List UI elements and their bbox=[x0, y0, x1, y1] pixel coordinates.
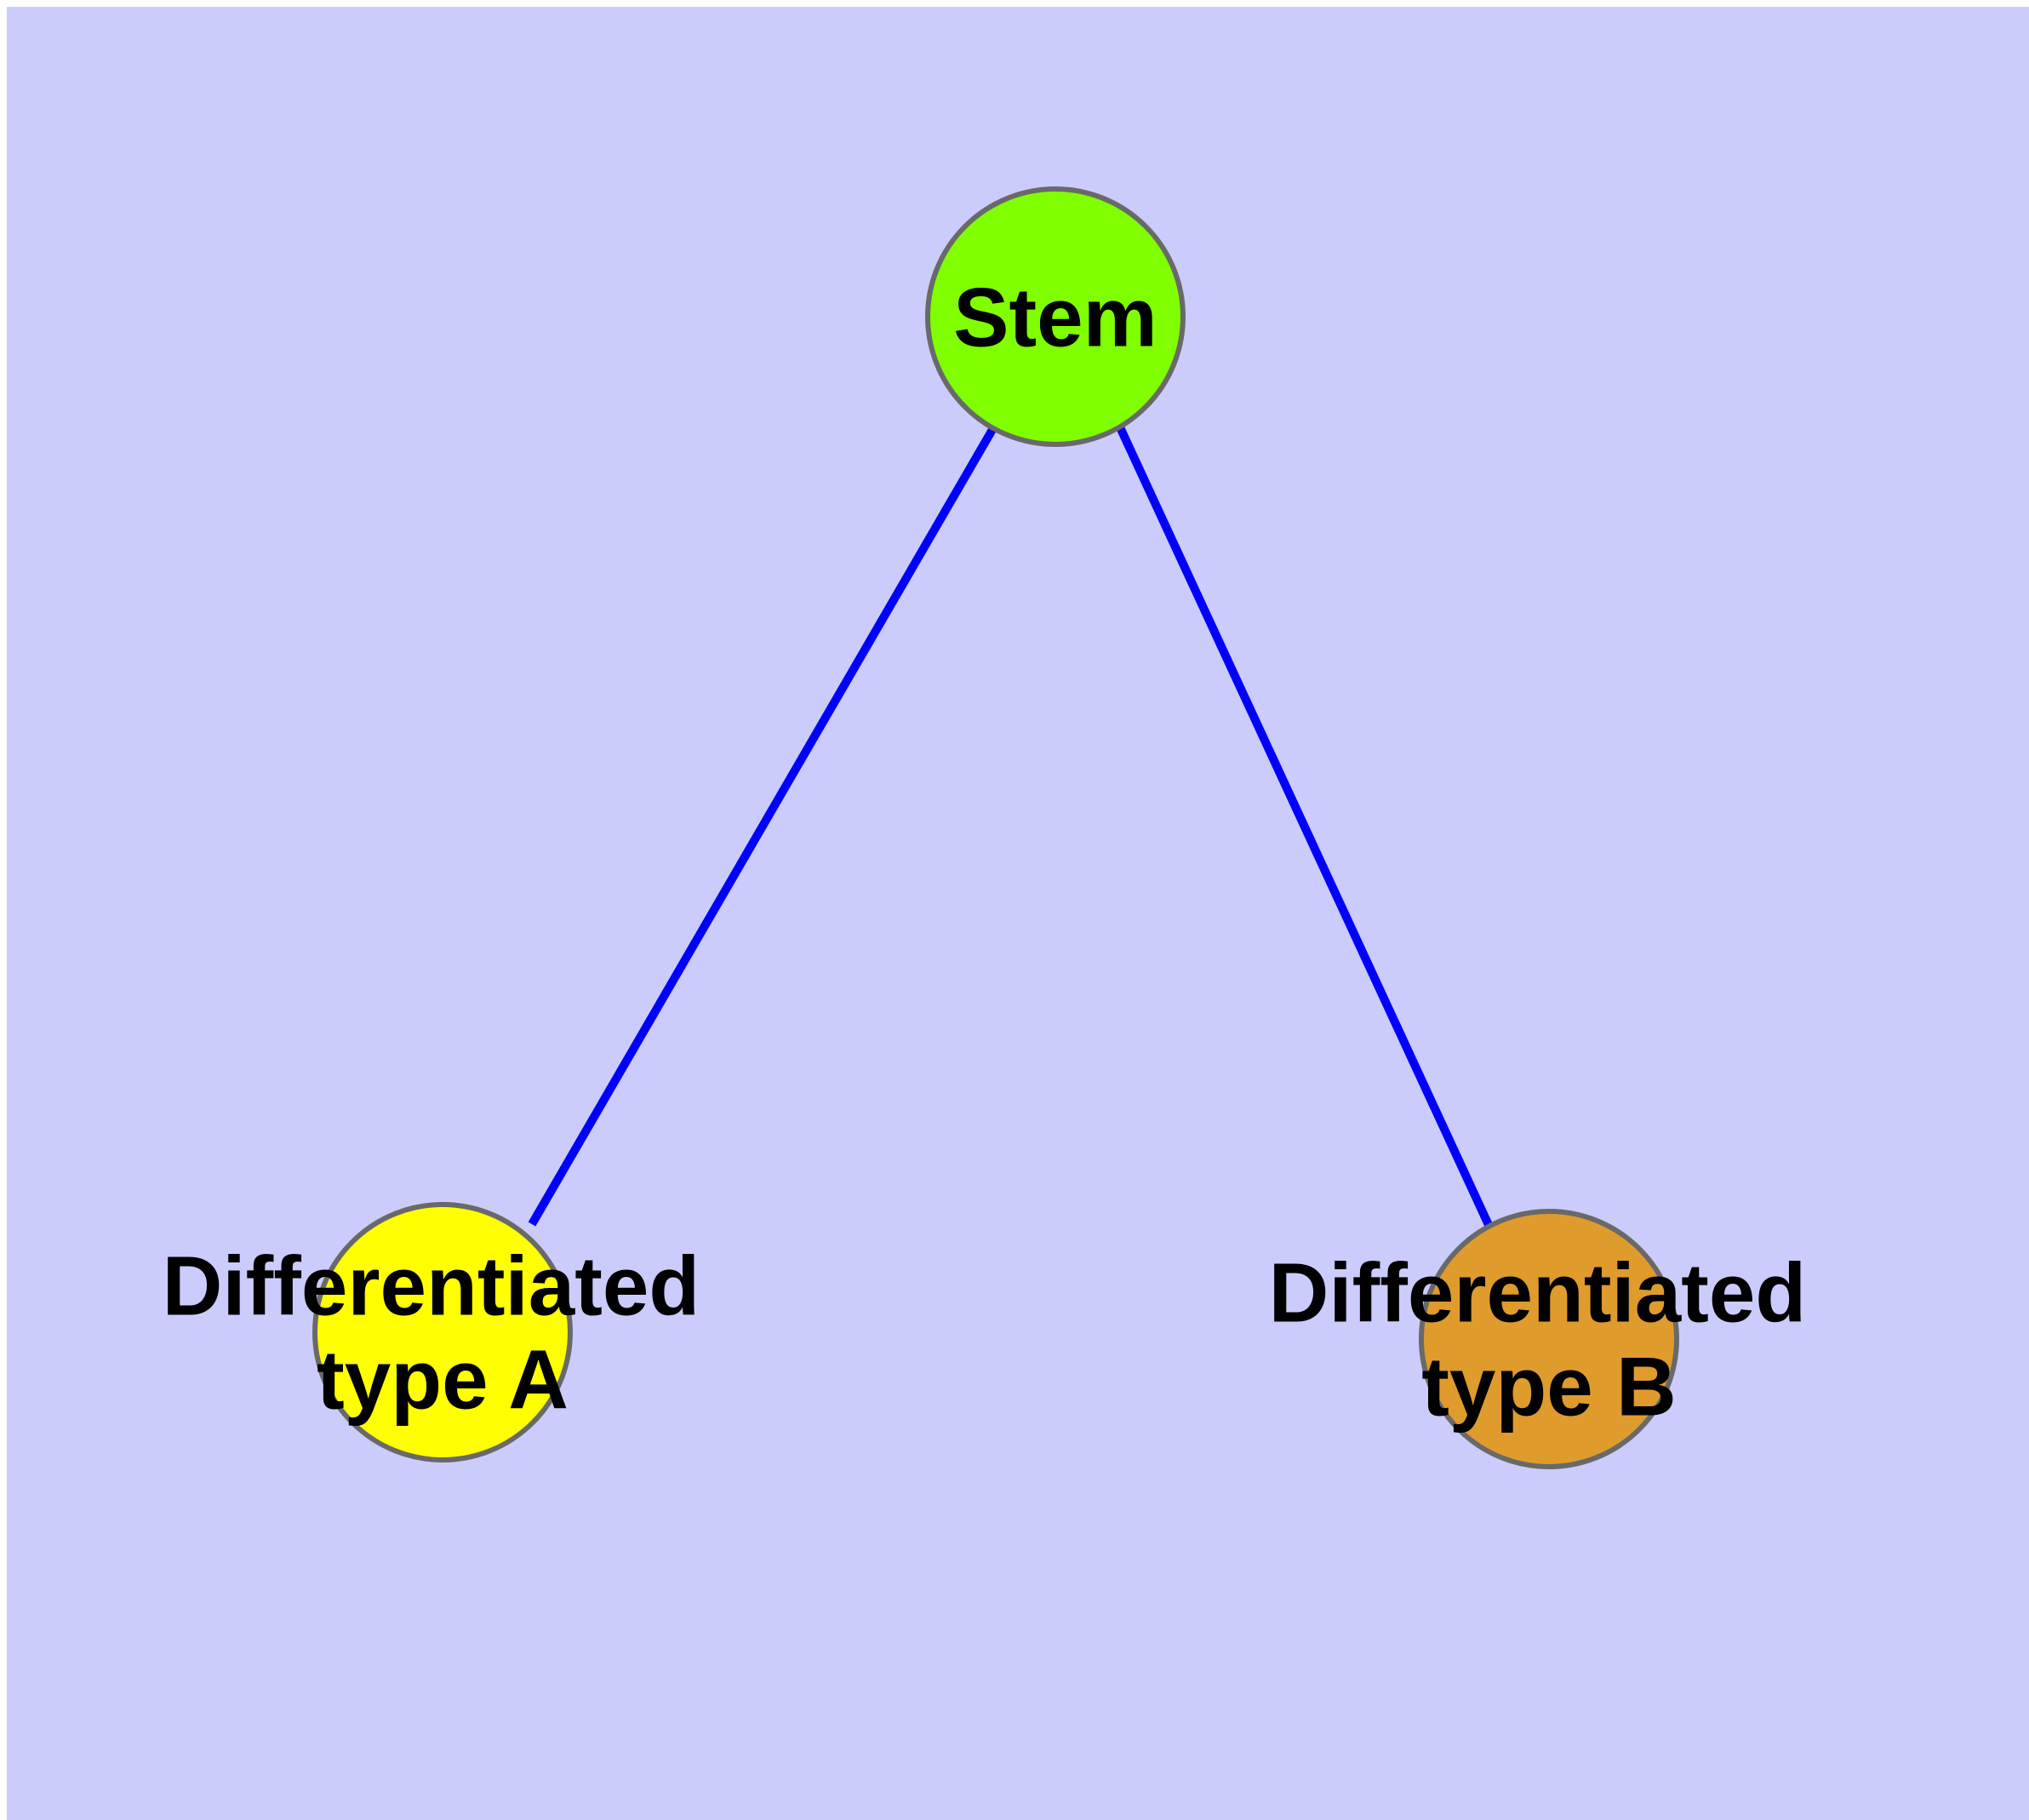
node-differentiated-type-b-circle[interactable] bbox=[1419, 1209, 1679, 1469]
graph-svg: Stem Differentiated type A Differentiate… bbox=[163, 186, 1830, 1469]
nodes-group bbox=[312, 186, 1679, 1469]
node-differentiated-type-a-label: Differentiated type A bbox=[163, 1239, 723, 1426]
node-differentiated-type-b-label-line2: type B bbox=[1421, 1339, 1677, 1433]
edge-stem-to-differentiated-type-a[interactable] bbox=[528, 426, 997, 1227]
node-stem-label-line1: Stem bbox=[953, 270, 1157, 363]
node-stem-circle[interactable] bbox=[925, 186, 1186, 447]
edge-stem-to-differentiated-type-b[interactable] bbox=[1116, 425, 1494, 1229]
node-stem-label: Stem bbox=[953, 270, 1157, 363]
node-labels-group: Stem Differentiated type A Differentiate… bbox=[163, 270, 1830, 1433]
node-differentiated-type-b-label-line1: Differentiated bbox=[1269, 1245, 1807, 1339]
edges-group bbox=[528, 425, 1494, 1229]
node-differentiated-type-a-label-line1: Differentiated bbox=[163, 1239, 700, 1332]
node-differentiated-type-a-label-line2: type A bbox=[317, 1332, 569, 1426]
diagram-plot-area: Stem Differentiated type A Differentiate… bbox=[7, 7, 2029, 1820]
node-differentiated-type-b-label: Differentiated type B bbox=[1269, 1245, 1830, 1433]
node-differentiated-type-a-circle[interactable] bbox=[312, 1202, 573, 1462]
